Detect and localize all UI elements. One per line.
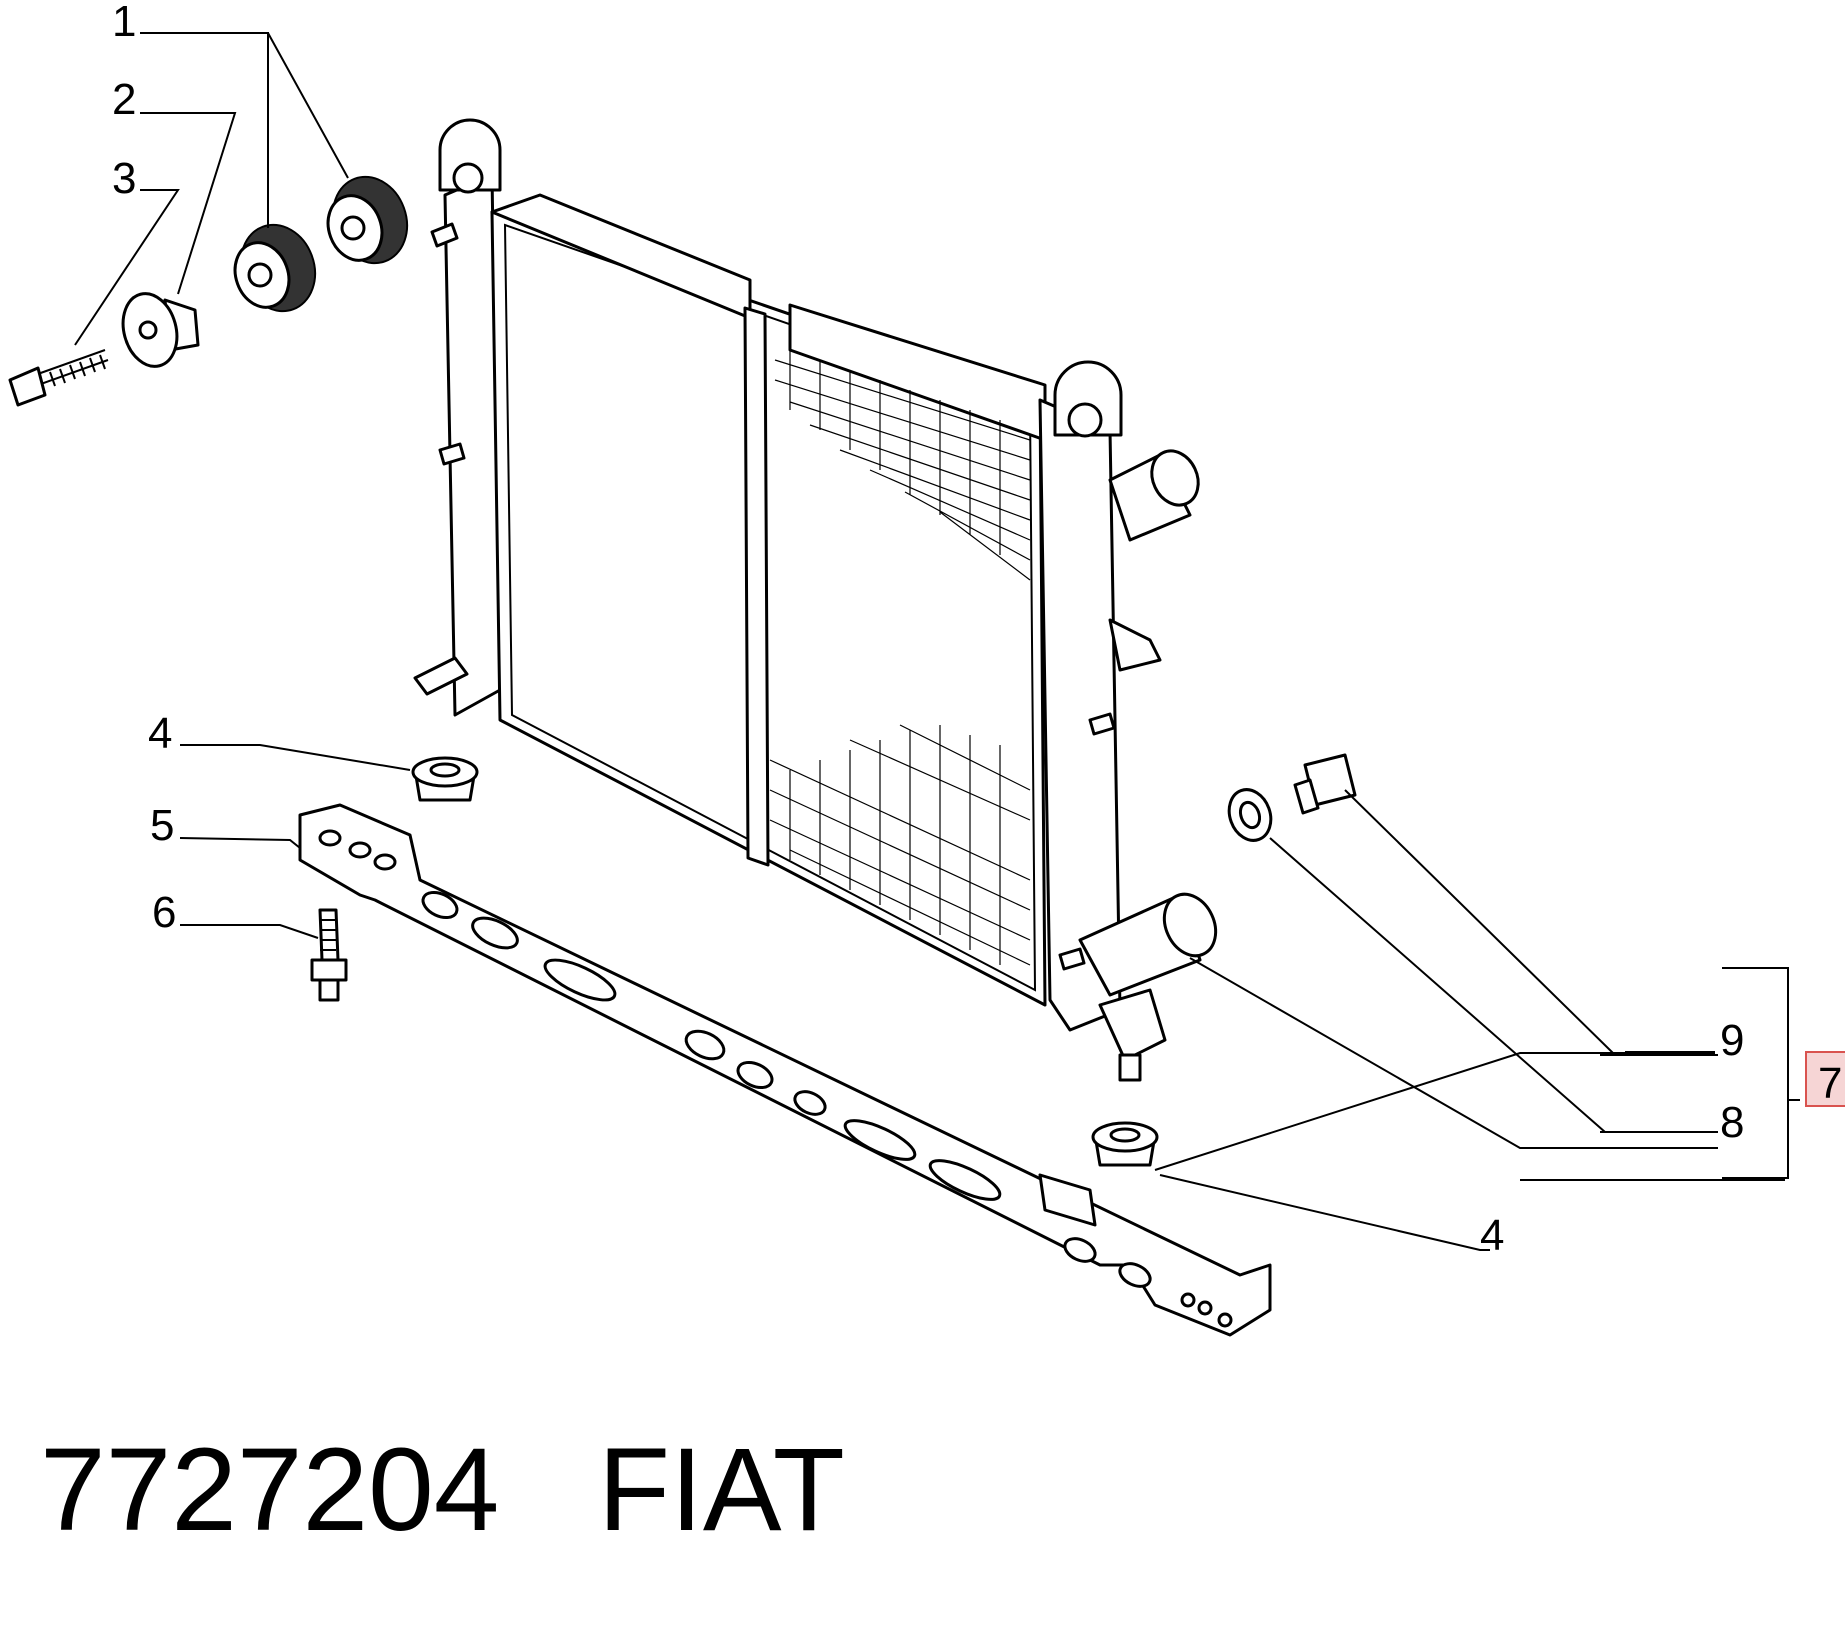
callout-6: 6 [152,888,176,937]
radiator-grid-lower [769,724,1031,966]
grommet-part-4-right [1091,1121,1159,1167]
spacer-part-2 [121,292,200,368]
washer-part-8 [1227,788,1273,842]
callout-2: 2 [112,75,136,124]
radiator [413,118,1218,1082]
drain-plug-part-9 [1293,753,1357,815]
leader-lines-right [1159,1051,1785,1251]
callout-7: 7 [1818,1059,1842,1108]
callout-9: 9 [1720,1016,1744,1065]
part-number: 7727204 [40,1424,499,1556]
callout-1: 1 [112,0,136,46]
callout-3: 3 [112,154,136,203]
stud-part-6 [310,908,348,1002]
callout-4-right: 4 [1480,1211,1504,1260]
callout-4-left: 4 [148,709,172,758]
grommet-part-4-left [411,756,479,802]
bolt-part-3 [8,349,109,407]
callout-7-highlight[interactable]: 7 [1805,1051,1845,1108]
bushing-part-1 [233,175,409,313]
lower-crossmember [298,803,1272,1337]
brand-name: FIAT [598,1424,845,1556]
callout-5: 5 [150,801,174,850]
radiator-core [490,210,1047,1007]
radiator-grid-upper [774,350,1031,581]
callout-8: 8 [1720,1098,1744,1147]
leader-lines [74,32,1800,1179]
